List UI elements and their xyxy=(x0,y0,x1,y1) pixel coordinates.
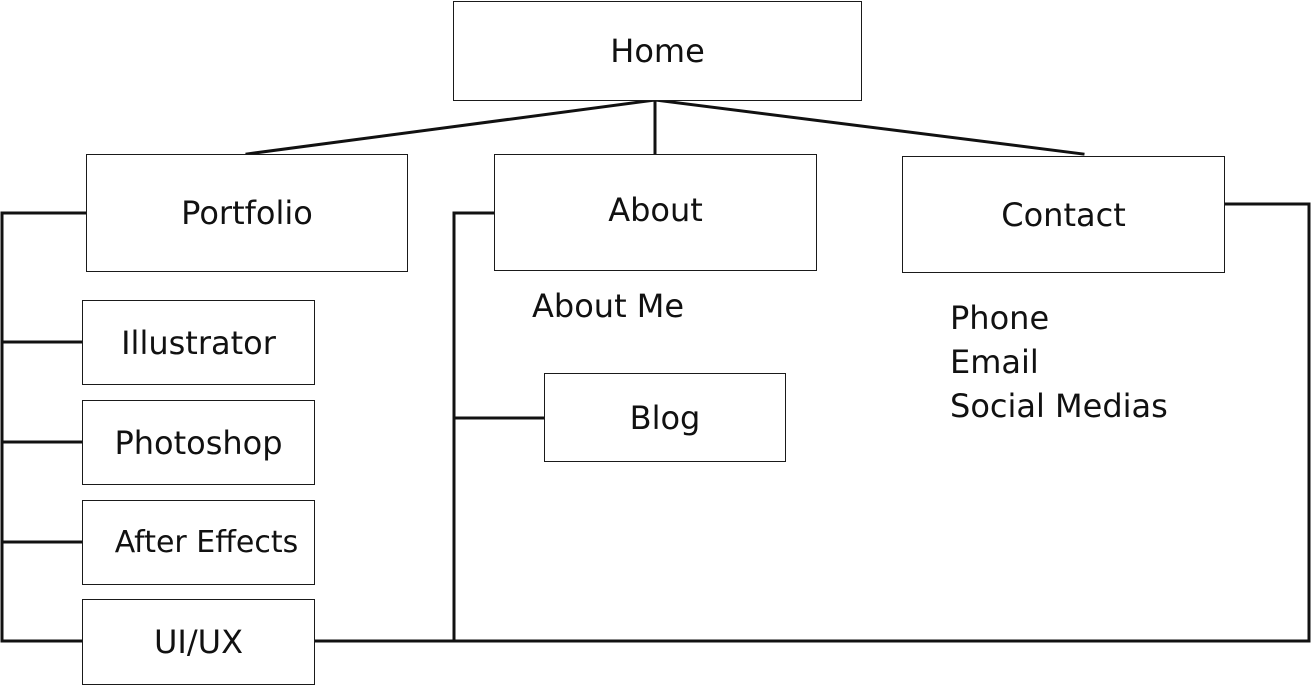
contact-item-phone: Phone xyxy=(950,299,1050,337)
illustrator-label: Illustrator xyxy=(121,323,276,362)
contact-item-email: Email xyxy=(950,343,1039,381)
connector-home-contact xyxy=(653,98,1085,156)
home-label: Home xyxy=(610,32,705,70)
portfolio-child-photoshop[interactable]: Photoshop xyxy=(82,400,315,485)
contact-items-list: Phone Email Social Medias xyxy=(950,296,1168,428)
contact-item-social-medias: Social Medias xyxy=(950,387,1168,425)
portfolio-child-uiux[interactable]: UI/UX xyxy=(82,599,315,685)
uiux-label: UI/UX xyxy=(154,623,243,661)
home-node[interactable]: Home xyxy=(453,1,862,101)
about-me-text: About Me xyxy=(532,287,685,325)
about-label: About xyxy=(608,190,703,229)
portfolio-child-after-effects[interactable]: After Effects xyxy=(82,500,315,585)
about-node[interactable]: About xyxy=(494,154,817,271)
contact-label: Contact xyxy=(1001,195,1126,234)
after-effects-label: After Effects xyxy=(114,524,299,560)
contact-node[interactable]: Contact xyxy=(902,156,1225,273)
connector-home-portfolio xyxy=(245,98,657,156)
blog-label: Blog xyxy=(629,398,701,437)
photoshop-label: Photoshop xyxy=(114,423,283,462)
about-child-blog[interactable]: Blog xyxy=(544,373,786,462)
portfolio-child-illustrator[interactable]: Illustrator xyxy=(82,300,315,385)
portfolio-label: Portfolio xyxy=(181,194,313,232)
portfolio-node[interactable]: Portfolio xyxy=(86,154,408,272)
